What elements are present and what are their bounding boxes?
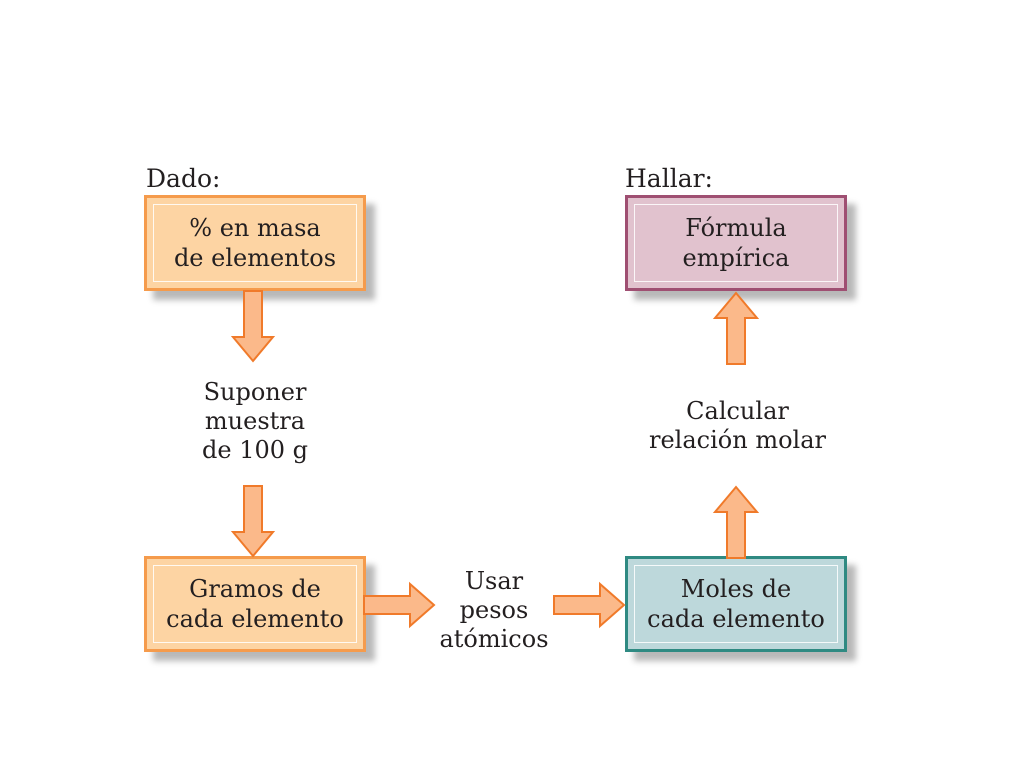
moles-line-2: cada elemento	[647, 605, 825, 633]
assume-sample-label: Suponer muestra de 100 g	[170, 378, 340, 465]
assume-sample-line-1: Suponer	[203, 378, 307, 406]
use-atomic-weights-line-3: atómicos	[439, 625, 549, 653]
mole-ratio-line-1: Calcular	[686, 397, 789, 425]
arrow-up-to-mole-ratio	[712, 485, 760, 559]
assume-sample-line-3: de 100 g	[202, 436, 308, 464]
mole-ratio-label: Calcular relación molar	[640, 397, 835, 455]
find-heading: Hallar:	[625, 164, 713, 193]
arrow-right-to-atomic-weights	[363, 581, 436, 629]
moles-line-1: Moles de	[680, 575, 792, 603]
given-heading: Dado:	[146, 164, 221, 193]
arrow-up-to-empirical-formula	[712, 291, 760, 365]
mole-ratio-line-2: relación molar	[649, 426, 826, 454]
grams-box: Gramos de cada elemento	[144, 556, 366, 652]
mass-percent-line-1: % en masa	[189, 214, 321, 242]
use-atomic-weights-line-2: pesos	[459, 596, 529, 624]
empirical-formula-line-2: empírica	[682, 244, 790, 272]
use-atomic-weights-line-1: Usar	[464, 567, 524, 595]
arrow-right-to-moles	[553, 581, 626, 629]
moles-box: Moles de cada elemento	[625, 556, 847, 652]
grams-line-1: Gramos de	[189, 575, 321, 603]
mass-percent-box: % en masa de elementos	[144, 195, 366, 291]
empirical-formula-box: Fórmula empírica	[625, 195, 847, 291]
arrow-down-to-grams	[230, 485, 276, 558]
use-atomic-weights-label: Usar pesos atómicos	[434, 567, 554, 654]
mass-percent-line-2: de elementos	[173, 244, 337, 272]
grams-line-2: cada elemento	[166, 605, 344, 633]
arrow-down-to-assume	[230, 290, 276, 363]
empirical-formula-line-1: Fórmula	[685, 214, 787, 242]
assume-sample-line-2: muestra	[204, 407, 306, 435]
